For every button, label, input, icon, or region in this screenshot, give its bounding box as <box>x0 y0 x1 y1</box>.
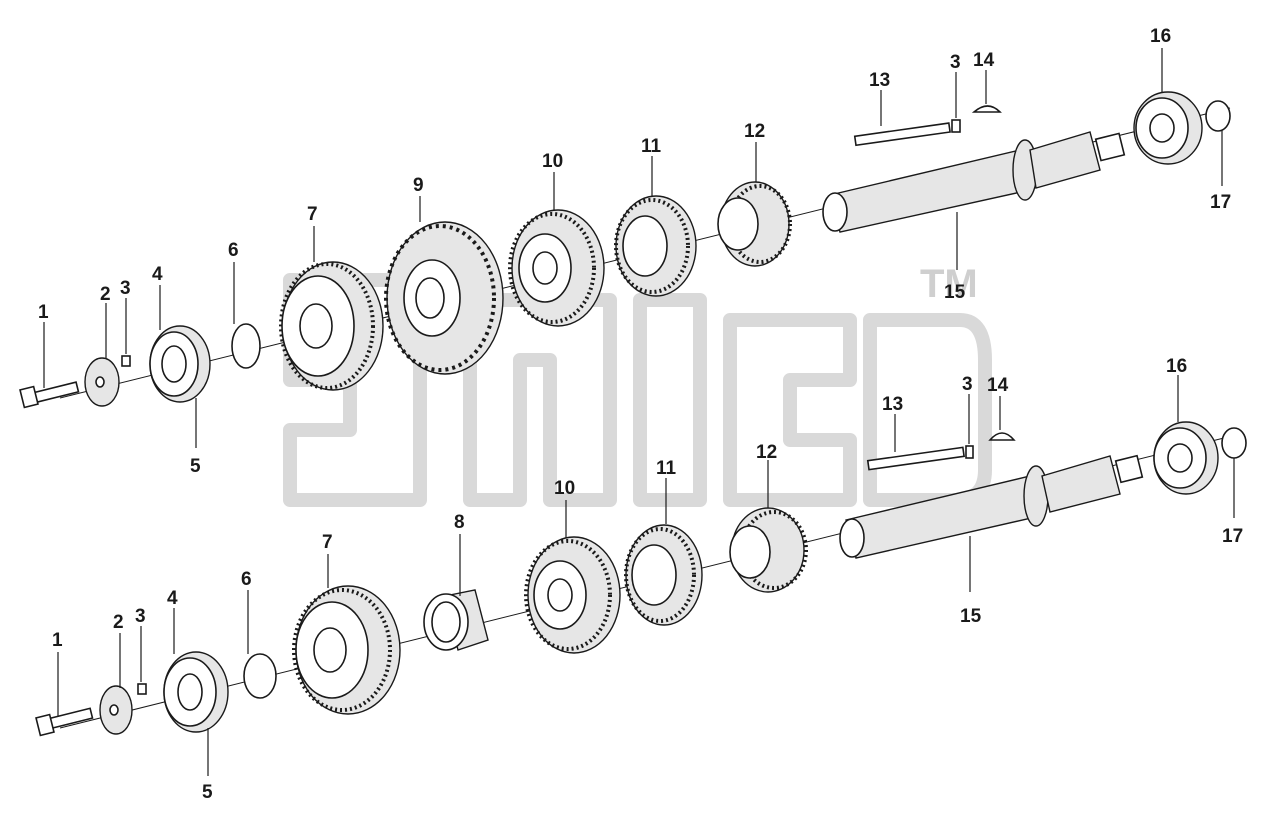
gear-10-upper <box>508 209 605 327</box>
callout-label: 14 <box>987 375 1009 396</box>
snap-ring-lower <box>243 653 277 699</box>
callout-label: 1 <box>38 302 49 323</box>
callout-label: 5 <box>190 456 201 477</box>
bearing-upper <box>149 325 211 403</box>
callout-label: 17 <box>1210 192 1231 213</box>
gear-12-upper <box>717 181 792 267</box>
callout-label: 7 <box>307 204 318 225</box>
key-upper <box>121 355 131 367</box>
washer-upper <box>84 357 120 407</box>
bearing-16-lower <box>1153 421 1219 495</box>
bolt-upper <box>19 381 80 409</box>
callout-label: 3 <box>950 52 961 73</box>
gear-9-upper <box>384 221 504 375</box>
callout-label: 9 <box>413 175 424 196</box>
callout-label: 4 <box>152 264 163 285</box>
lower-assembly: 1 2 3 4 5 6 7 8 10 11 12 13 3 1 <box>35 356 1247 803</box>
key-lower <box>137 683 147 695</box>
upper-assembly: 1 2 3 4 5 6 7 9 10 11 12 13 3 1 <box>19 26 1231 477</box>
gear-7-lower <box>292 585 401 715</box>
callout-label: 10 <box>542 151 563 172</box>
washer-lower <box>99 685 133 735</box>
gear-7-upper <box>279 261 384 391</box>
callout-label: 2 <box>113 612 124 633</box>
callout-label: 13 <box>882 394 903 415</box>
bearing-lower <box>163 651 229 733</box>
snap-ring-upper <box>231 323 261 369</box>
callout-label: 15 <box>944 282 966 303</box>
woodruff-key-lower <box>988 432 1016 441</box>
pin-13-upper <box>853 122 951 147</box>
callout-label: 16 <box>1150 26 1171 47</box>
callout-label: 8 <box>454 512 465 533</box>
callout-label: 3 <box>962 374 973 395</box>
pin-13-lower <box>866 446 965 471</box>
callout-label: 6 <box>228 240 239 261</box>
bearing-16-upper <box>1133 91 1203 165</box>
ring-17-upper <box>1205 100 1231 132</box>
bolt-lower <box>35 707 94 737</box>
shaft-lower <box>839 454 1144 559</box>
gear-12-lower <box>729 507 808 593</box>
callout-label: 6 <box>241 569 252 590</box>
spacer-8-lower <box>423 589 489 651</box>
callout-label: 7 <box>322 532 333 553</box>
callout-label: 2 <box>100 284 111 305</box>
woodruff-key-upper <box>971 105 1002 113</box>
callout-label: 15 <box>960 606 982 627</box>
callout-label: 12 <box>756 442 777 463</box>
callout-label: 4 <box>167 588 178 609</box>
callout-label: 16 <box>1166 356 1187 377</box>
callout-label: 11 <box>641 136 662 157</box>
callout-label: 14 <box>973 50 995 71</box>
ring-17-lower <box>1221 427 1247 459</box>
callout-label: 3 <box>135 606 146 627</box>
callout-label: 1 <box>52 630 63 651</box>
shaft-upper <box>822 131 1126 233</box>
callout-label: 12 <box>744 121 765 142</box>
callout-label: 10 <box>554 478 575 499</box>
callout-label: 13 <box>869 70 890 91</box>
key-lower-2 <box>965 445 974 459</box>
callout-label: 17 <box>1222 526 1243 547</box>
callout-label: 11 <box>656 458 677 479</box>
gear-10-lower <box>524 536 621 654</box>
callout-label: 5 <box>202 782 213 803</box>
key-upper-2 <box>951 119 961 133</box>
callouts-upper: 1 2 3 4 5 6 7 9 10 11 12 13 3 1 <box>38 26 1231 477</box>
callout-label: 3 <box>120 278 131 299</box>
gear-11-lower <box>624 524 703 626</box>
callouts-lower: 1 2 3 4 5 6 7 8 10 11 12 13 3 1 <box>52 356 1243 803</box>
watermark-tm: TM <box>920 262 978 306</box>
gear-11-upper <box>614 195 697 297</box>
